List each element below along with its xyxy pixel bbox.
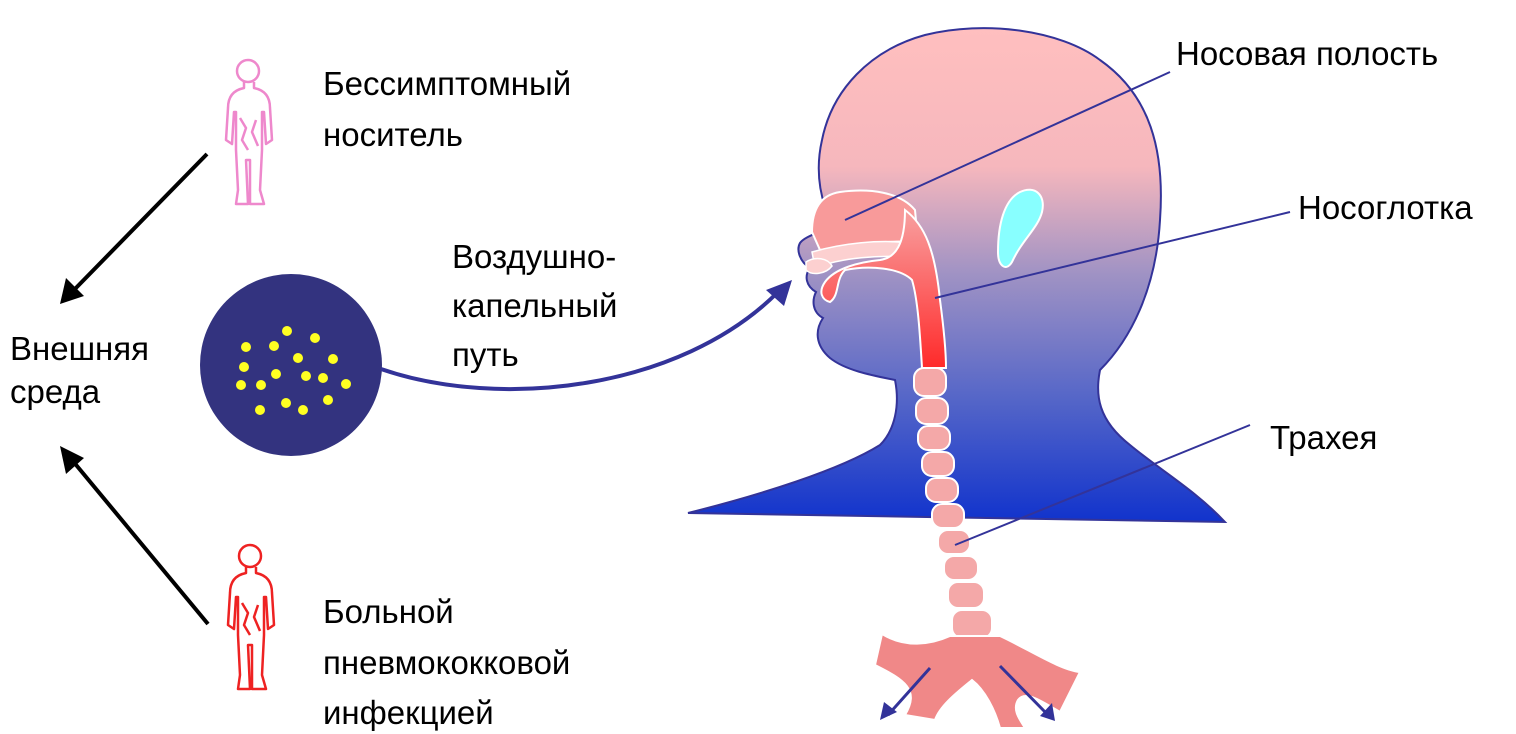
patient-label-line2: пневмококковой xyxy=(323,643,570,683)
route-label-line3: путь xyxy=(452,335,519,375)
nasopharynx-label: Носоглотка xyxy=(1298,188,1473,228)
patient-label-line3: инфекцией xyxy=(323,693,494,733)
environment-label-line1: Внешняя xyxy=(10,329,149,369)
environment-label-line2: среда xyxy=(10,372,100,412)
carrier-person-icon xyxy=(226,60,272,204)
trachea-label: Трахея xyxy=(1270,418,1377,458)
nasal-cavity-label: Носовая полость xyxy=(1176,34,1438,74)
arrow-patient-to-environment xyxy=(72,460,208,624)
route-label-line2: капельный xyxy=(452,286,617,326)
carrier-label-line2: носитель xyxy=(323,115,463,155)
head-silhouette xyxy=(688,28,1225,522)
droplet-circle xyxy=(200,274,382,456)
route-label-line1: Воздушно- xyxy=(452,237,616,277)
patient-person-icon xyxy=(228,545,274,689)
carrier-label-line1: Бессимптомный xyxy=(323,64,571,104)
arrow-carrier-to-environment xyxy=(72,154,207,292)
patient-label-line1: Больной xyxy=(323,592,454,632)
